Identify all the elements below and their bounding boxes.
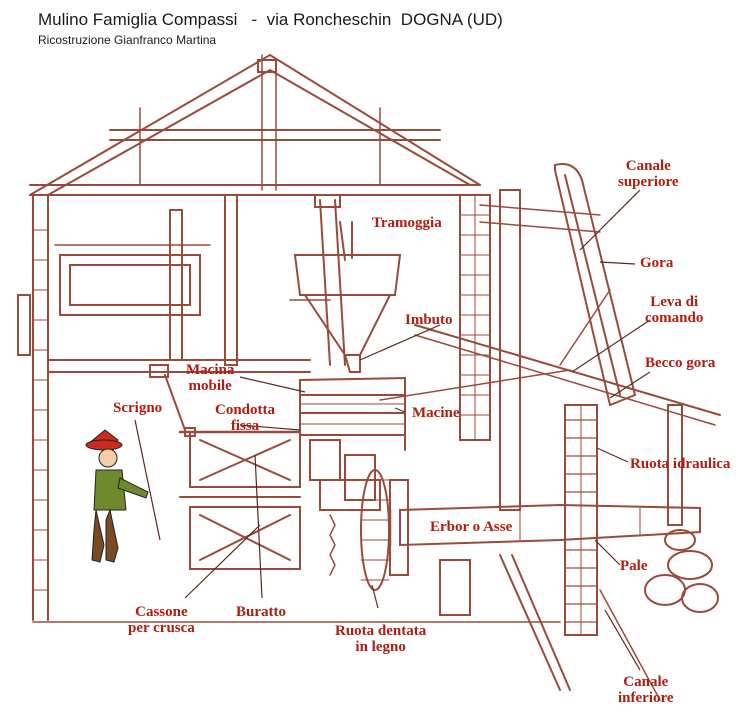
label-line: fissa	[230, 418, 260, 434]
label-line: Leva di	[650, 294, 699, 310]
water-wheel	[564, 404, 598, 636]
control-lever	[379, 289, 721, 526]
label-ruota-idraulica: Ruota idraulica	[630, 456, 731, 472]
label-cassone-per-crusca: Cassone per crusca	[128, 604, 195, 636]
label-line: in legno	[355, 639, 406, 655]
label-canale-superiore: Canale superiore	[618, 158, 679, 190]
leader-lines	[134, 189, 651, 671]
label-canale-inferiore: Canale inferiore	[618, 674, 674, 706]
diagram-title: Mulino Famiglia Compassi - via Ronchesch…	[38, 10, 503, 29]
label-becco-gora: Becco gora	[645, 355, 716, 371]
upper-canal	[479, 163, 637, 407]
label-pale: Pale	[620, 558, 648, 574]
label-tramoggia: Tramoggia	[372, 215, 442, 231]
label-line: inferiore	[618, 690, 674, 706]
label-line: comando	[645, 310, 704, 326]
label-line: Canale	[625, 158, 671, 174]
label-line: mobile	[188, 378, 232, 394]
label-line: superiore	[618, 174, 679, 190]
label-line: Macina	[186, 362, 235, 378]
label-line: Ruota dentata	[335, 623, 427, 639]
gear-assembly	[309, 439, 409, 591]
label-buratto: Buratto	[236, 604, 286, 620]
label-erbor-o-asse: Erbor o Asse	[430, 519, 513, 535]
label-condotta-fissa: Condotta fissa	[215, 402, 275, 434]
label-line: per crusca	[128, 620, 195, 636]
left-wall	[17, 194, 311, 621]
label-scrigno: Scrigno	[113, 400, 163, 416]
hopper	[289, 194, 402, 373]
label-macina-mobile: Macina mobile	[186, 362, 234, 394]
roof	[29, 53, 486, 196]
diagram-credit: Ricostruzione Gianfranco Martina	[38, 33, 217, 47]
millstones	[299, 376, 406, 451]
stone-pillar	[459, 189, 521, 511]
label-macine: Macine	[412, 405, 460, 421]
label-leva-di-comando: Leva di comando	[645, 294, 703, 326]
label-line: Cassone	[135, 604, 188, 620]
main-axle	[388, 503, 701, 547]
miller-figure	[85, 429, 149, 563]
storage-box	[54, 194, 238, 366]
label-line: Condotta	[215, 402, 276, 418]
label-imbuto: Imbuto	[405, 312, 453, 328]
floor-block	[439, 559, 471, 616]
stone-base	[644, 529, 719, 613]
label-line: Canale	[623, 674, 669, 690]
label-gora: Gora	[640, 255, 674, 271]
label-ruota-dentata: Ruota dentata in legno	[335, 623, 426, 655]
bolter-box	[149, 364, 302, 570]
